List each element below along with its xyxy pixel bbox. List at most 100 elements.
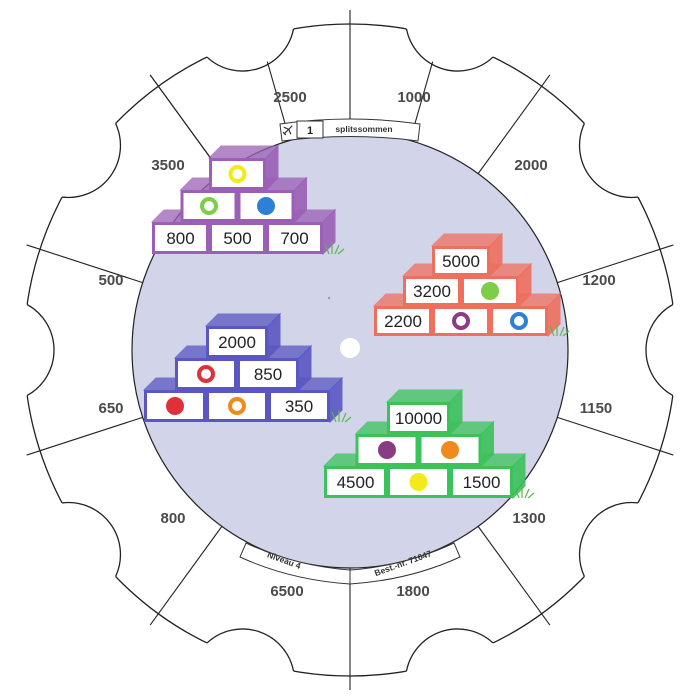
segment-line [557, 416, 674, 456]
pyramid-block: 500 [212, 225, 263, 251]
block-face [209, 393, 265, 419]
segment-line [26, 244, 143, 284]
notch-arc [26, 303, 55, 397]
pyramid-green: 4500 1500 10000 [322, 388, 535, 500]
segment-line [477, 526, 551, 626]
notch-arc [62, 501, 122, 577]
segment-line [149, 526, 223, 626]
color-ring [510, 312, 528, 330]
block-number: 3200 [413, 282, 451, 301]
grass-icon [514, 486, 535, 499]
pyramid-block: 700 [269, 225, 320, 251]
pyramid-block [178, 361, 234, 387]
notch-arc [206, 28, 295, 72]
pyramid-block: 1500 [453, 469, 510, 495]
block-number: 850 [254, 365, 282, 384]
block-face [155, 225, 206, 251]
block-face [390, 405, 447, 431]
block-face [212, 161, 263, 187]
pyramid-block [390, 469, 447, 495]
top-label-number-box [296, 120, 324, 139]
block-face [178, 361, 234, 387]
block-face [453, 469, 510, 495]
block-face [269, 225, 320, 251]
pyramid-block: 2200 [377, 309, 429, 333]
block-face [183, 193, 235, 219]
pyramid-block [358, 437, 416, 463]
color-ring [452, 312, 470, 330]
pyramid-block [493, 309, 545, 333]
rim-number: 2000 [514, 157, 547, 174]
block-top-face [385, 389, 464, 403]
block-number: 2000 [218, 333, 256, 352]
rim-number: 1800 [396, 583, 429, 600]
pyramid-block [240, 193, 292, 219]
block-number: 10000 [395, 409, 442, 428]
block-number: 2200 [384, 312, 422, 331]
order-label-box [349, 542, 461, 585]
notch-arc [62, 123, 122, 199]
notch-arc [405, 628, 494, 672]
notch-arc [206, 628, 295, 672]
block-number: 700 [280, 229, 308, 248]
top-label-number: 1 [307, 125, 313, 137]
pyramid-block: 4500 [327, 469, 384, 495]
block-face [377, 309, 429, 333]
pyramid-block [183, 193, 235, 219]
rim-number: 1000 [397, 89, 430, 106]
segment-line [26, 416, 143, 456]
color-dot [378, 441, 396, 459]
rim-number: 3500 [151, 157, 184, 174]
block-face [271, 393, 327, 419]
pyramid-block: 2000 [209, 329, 265, 355]
grass-icon [324, 242, 345, 255]
top-label-text: splitssommen [335, 124, 392, 134]
block-top-face [204, 313, 282, 327]
pyramid-block: 10000 [390, 405, 447, 431]
color-dot [481, 282, 499, 300]
notch-arc [578, 123, 638, 199]
top-label: 1 splitssommen [279, 118, 421, 142]
pyramid-block [147, 393, 203, 419]
block-number: 5000 [442, 252, 480, 271]
color-dot [257, 197, 275, 215]
notch-arc [405, 28, 494, 72]
grass-icon [331, 410, 352, 423]
rim-number: 2500 [273, 89, 306, 106]
rim-number: 1200 [582, 272, 615, 289]
notch-arc [578, 501, 638, 577]
block-face [435, 249, 487, 273]
grass-icon [549, 324, 570, 337]
rim-number: 1300 [512, 510, 545, 527]
center-hole [340, 338, 360, 358]
block-face [406, 279, 458, 303]
pyramid-block [421, 437, 479, 463]
rim-number: 6500 [270, 583, 303, 600]
pyramid-block: 850 [240, 361, 296, 387]
rim-number: 650 [98, 400, 123, 417]
block-number: 1500 [463, 473, 501, 492]
rim-numbers: 1000 2000 1200 1150 1300 1800 6500 800 650 500 350… [98, 89, 615, 600]
pyramid-block: 5000 [435, 249, 487, 273]
pyramid-block [212, 161, 263, 187]
rim-number: 500 [98, 272, 123, 289]
pyramid-red: 2200 3200 5000 [372, 232, 570, 338]
block-face [212, 225, 263, 251]
pyramid-block: 350 [271, 393, 327, 419]
color-ring [200, 197, 218, 215]
rim-number: 1150 [580, 400, 613, 417]
block-face [209, 329, 265, 355]
segment-line [557, 244, 674, 284]
color-dot [441, 441, 459, 459]
disc-speck [327, 296, 331, 300]
color-dot [166, 397, 184, 415]
block-number: 800 [166, 229, 194, 248]
block-number: 350 [285, 397, 313, 416]
notch-arcs [26, 28, 674, 672]
color-ring [197, 365, 215, 383]
notch-arc [645, 303, 674, 397]
